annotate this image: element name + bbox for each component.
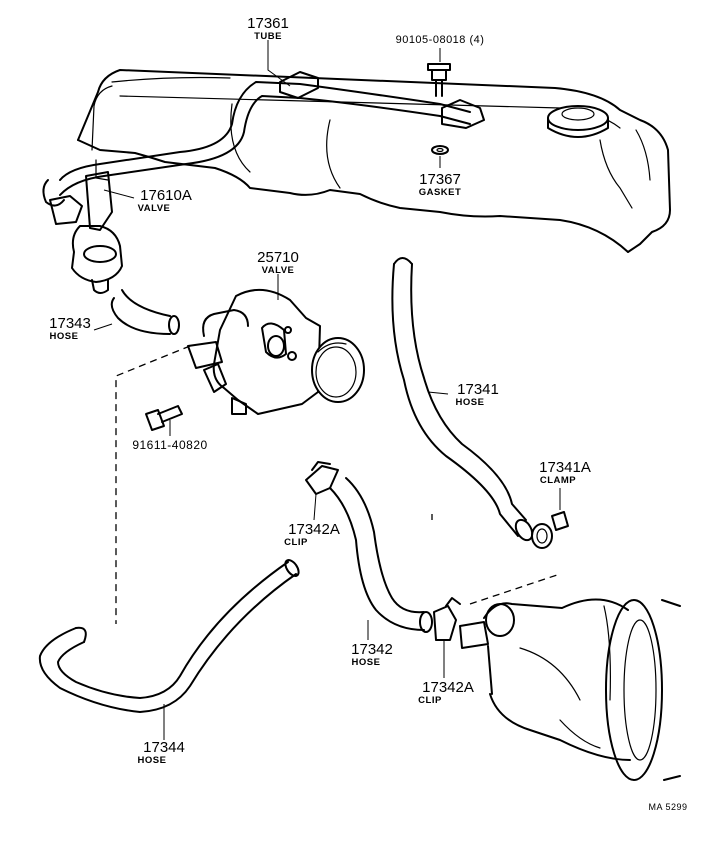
leader-lines [93,40,561,740]
part-name: CLIP [418,695,442,706]
part-number: 91611-40820 [132,438,207,452]
part-number: 17344 [143,739,185,756]
part-name: TUBE [254,31,282,42]
gasket-17367 [431,145,449,155]
hose-17343 [110,289,180,335]
vacuum-pump [459,598,681,781]
part-number: 90105-08018 (4) [396,34,485,46]
callout-17361: 17361 TUBE [247,15,289,42]
part-number: 17361 [247,15,289,32]
clip-17342A-bottom [433,597,461,641]
hose-17341 [391,257,534,542]
part-number: 17367 [419,171,461,188]
tube-17361 [42,71,485,207]
clip-17342A-top [305,461,339,495]
part-name: CLIP [284,537,308,548]
callout-25710: 25710 VALVE [257,249,299,276]
part-number: 25710 [257,249,299,266]
callout-17610A: 17610A VALVE [138,187,192,214]
part-number: 17342 [351,641,393,658]
part-number: 17342A [422,679,474,696]
callout-17342A-bottom: 17342A CLIP [418,679,474,706]
callout-17341A: 17341A CLAMP [539,459,591,486]
callout-17367: 17367 GASKET [419,171,462,198]
part-name: VALVE [138,203,171,214]
part-name: HOSE [50,331,79,342]
part-name: VALVE [262,265,295,276]
part-name: HOSE [138,755,167,766]
cylinder-head-cover [77,69,671,253]
callout-17342A-top: 17342A CLIP [284,521,340,548]
part-number: 17341A [539,459,591,476]
assembly-line-pump [469,573,561,605]
part-number: 17341 [457,381,499,398]
part-number: 17342A [288,521,340,538]
valve-25710 [187,289,365,415]
hose-17342 [329,477,433,633]
part-name: HOSE [352,657,381,668]
assembly-line-17343 [115,345,191,624]
valve-17610A [49,171,123,294]
part-name: HOSE [456,397,485,408]
part-name: GASKET [419,187,462,198]
callout-90105: 90105-08018 (4) [396,34,485,46]
bolt-91611 [145,405,183,431]
callout-17342: 17342 HOSE [351,641,393,668]
callout-17344: 17344 HOSE [138,739,185,766]
part-number: 17343 [49,315,91,332]
part-name: CLAMP [540,475,576,486]
oil-filler-cap [547,105,609,138]
figure-code: MA 5299 [648,802,687,812]
hose-17344 [38,559,300,713]
callout-91611: 91611-40820 [132,438,207,452]
clamp-17341A [531,511,569,549]
bolt-90105 [427,63,451,97]
callout-17341: 17341 HOSE [456,381,499,408]
part-number: 17610A [140,187,192,204]
callout-17343: 17343 HOSE [49,315,91,342]
